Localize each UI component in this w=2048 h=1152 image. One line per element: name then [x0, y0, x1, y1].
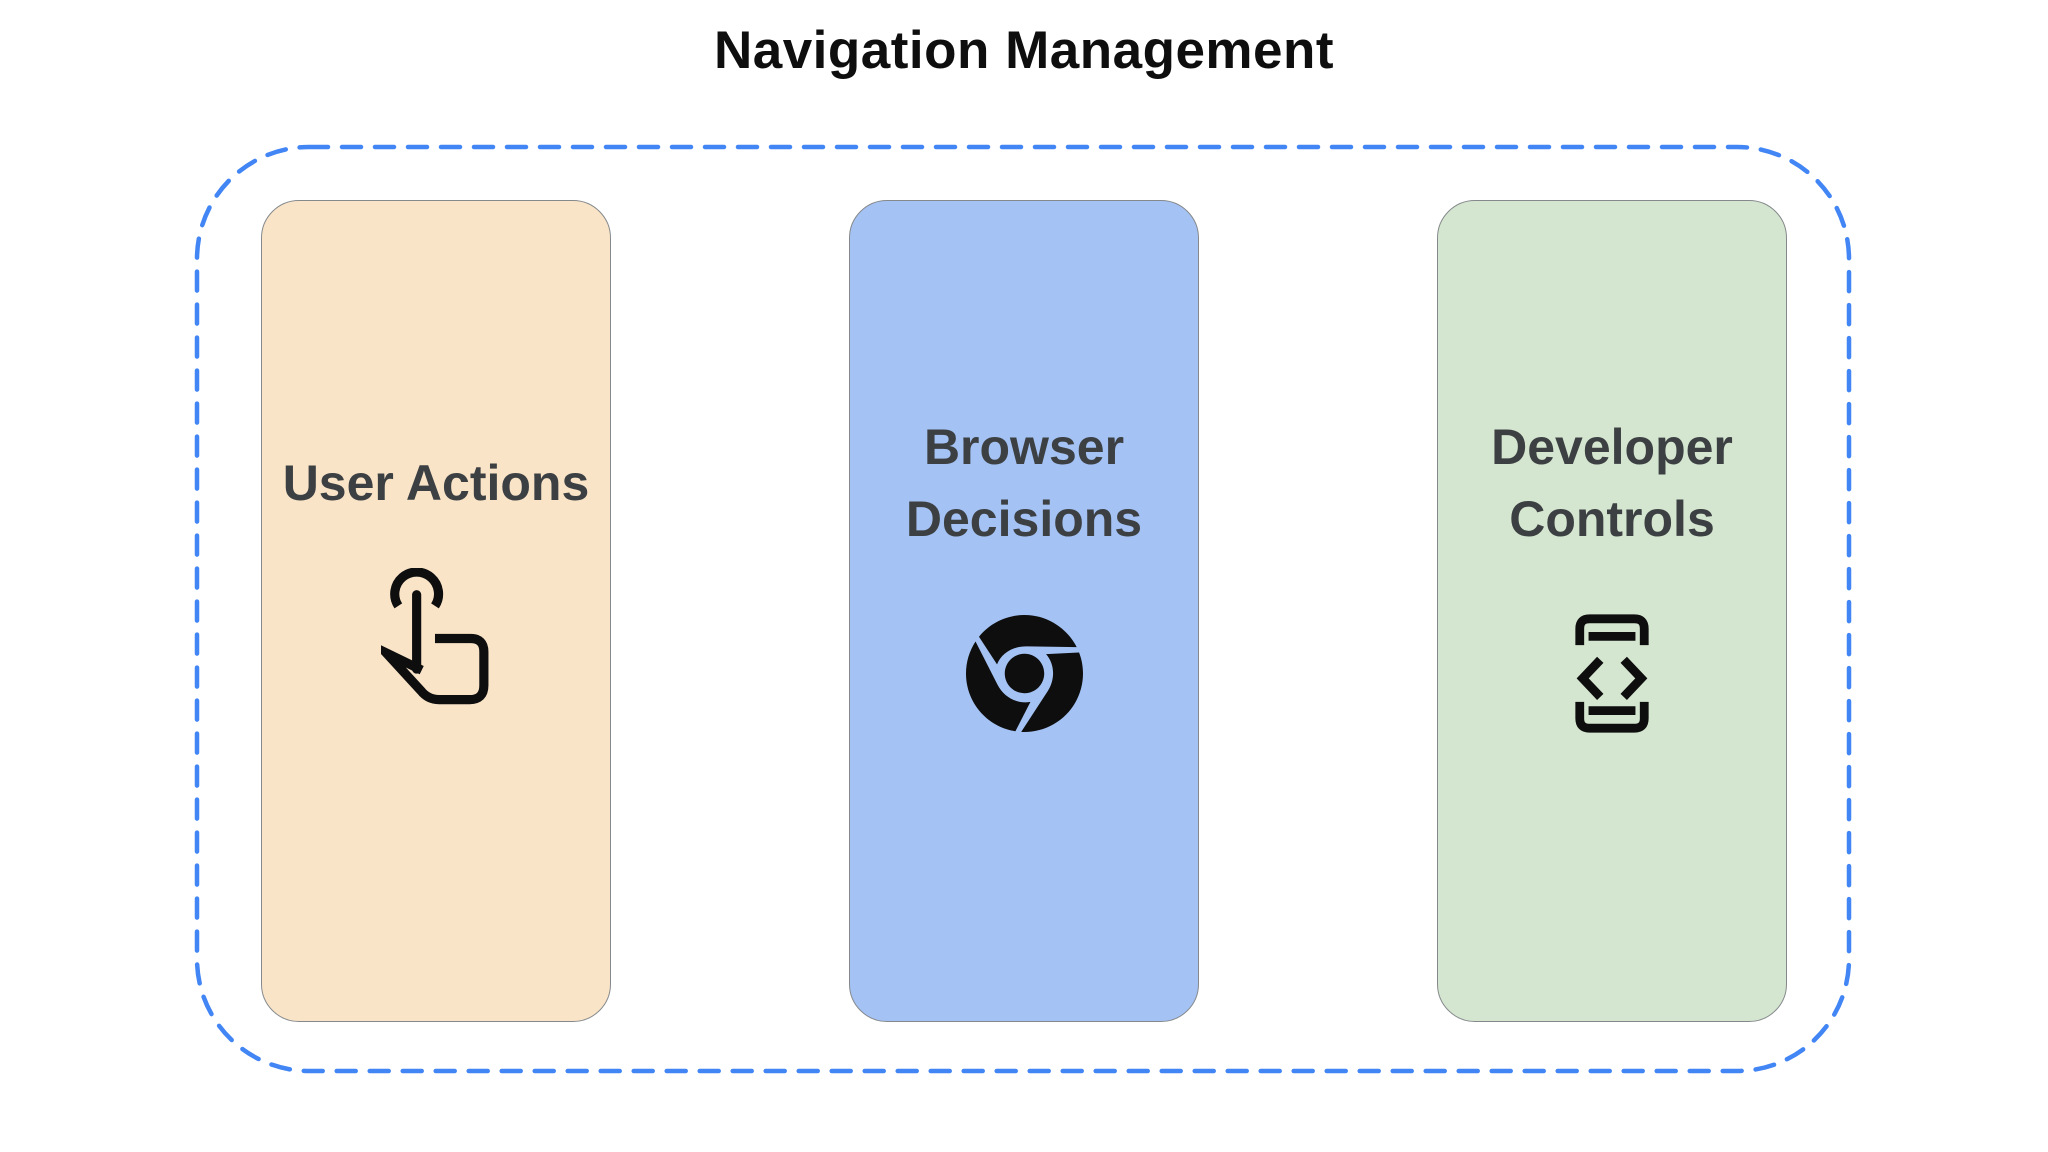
- page-title: Navigation Management: [713, 21, 1335, 80]
- card-label: Browser Decisions: [905, 419, 1143, 547]
- chrome-browser-icon: [965, 597, 1083, 749]
- card-label: Developer Controls: [1491, 419, 1733, 547]
- card-browser-decisions: Browser Decisions: [849, 200, 1199, 1022]
- dashed-border-rect: [194, 144, 1852, 1074]
- card-user-actions: User Actions: [261, 200, 611, 1022]
- touch-app-icon: [381, 561, 491, 713]
- developer-mode-icon: [1567, 597, 1657, 749]
- card-developer-controls: Developer Controls: [1437, 200, 1787, 1022]
- card-label: User Actions: [282, 455, 590, 511]
- cards-row: User Actions Browser Decisions Developer…: [261, 200, 1787, 1022]
